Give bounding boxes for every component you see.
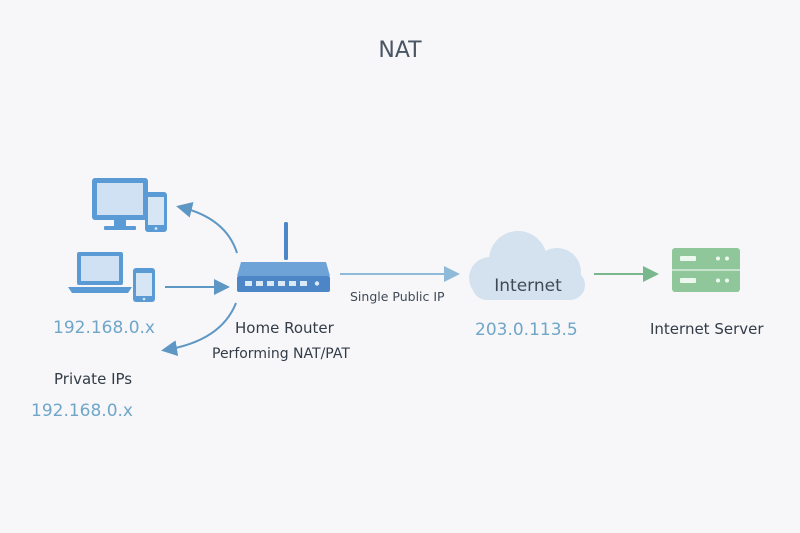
router-icon [237, 222, 330, 292]
link-label: Single Public IP [350, 289, 445, 304]
laptop-icon [68, 252, 132, 293]
router-label: Home Router [235, 319, 334, 337]
server-icon [672, 248, 740, 292]
private-ips-label: Private IPs [54, 370, 133, 388]
arrow-router-to-private [161, 302, 237, 356]
router-sublabel: Performing NAT/PAT [212, 346, 350, 362]
cloud-label: Internet [494, 276, 562, 296]
server-label: Internet Server [650, 320, 764, 338]
cloud-icon [469, 231, 585, 300]
private-ips-value: 192.168.0.x [31, 401, 133, 421]
phone-icon [145, 192, 167, 232]
phone-icon [133, 268, 155, 302]
private-ip-devices: 192.168.0.x [53, 318, 155, 338]
diagram-title: NAT [378, 38, 422, 63]
desktop-icon [92, 178, 148, 230]
public-ip: 203.0.113.5 [475, 320, 578, 340]
arrow-router-to-desktop [176, 202, 238, 254]
